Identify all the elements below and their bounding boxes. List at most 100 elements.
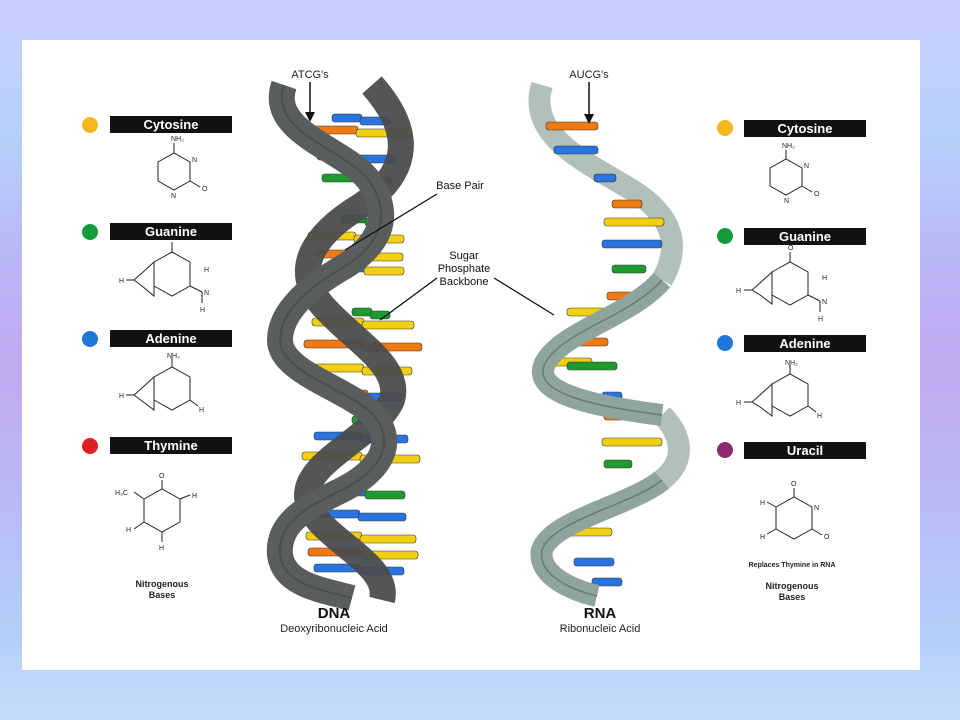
n-label: N	[784, 198, 789, 205]
dna-top-label: ATCG's	[291, 69, 329, 81]
rna-backbone-edge	[540, 279, 663, 597]
cytosine-label-bar	[110, 116, 232, 133]
dna-base-right	[359, 534, 417, 544]
n-label: N	[814, 505, 819, 512]
rna-title: RNA	[584, 605, 617, 622]
guanine-label-bar	[110, 223, 232, 240]
rna-base	[603, 459, 633, 469]
rna-base	[611, 264, 647, 274]
dna-backbone-edge	[278, 84, 386, 599]
right-base-name-guanine: Guanine	[779, 229, 831, 244]
left-base-name-thymine: Thymine	[144, 438, 197, 453]
guanine-color-dot	[717, 228, 733, 244]
left-base-name-adenine: Adenine	[145, 331, 196, 346]
h-label: H	[159, 545, 164, 552]
cytosine-color-dot	[717, 120, 733, 136]
right-caption-line1: Nitrogenous	[766, 581, 819, 591]
o-label: O	[824, 534, 830, 541]
h-label: H	[126, 527, 131, 534]
rna-base	[603, 217, 665, 227]
h-label: H	[822, 275, 827, 282]
h-label: H	[736, 288, 741, 295]
backbone-pointer-dna	[379, 277, 438, 321]
guanine-structure-icon	[744, 252, 821, 312]
nh2-label: NH₂	[167, 353, 180, 360]
n-label: N	[804, 163, 809, 170]
left-base-legend: Cytosine NH₂ N N O Guanine O H H N	[82, 116, 232, 600]
rna-backbone-strand-lower-back	[653, 407, 690, 489]
adenine-structure-icon	[126, 358, 199, 411]
uracil-color-dot	[717, 442, 733, 458]
h-label: H	[760, 534, 765, 541]
rna-base	[553, 145, 599, 155]
dna-subtitle: Deoxyribonucleic Acid	[280, 623, 388, 635]
right-base-name-cytosine: Cytosine	[778, 121, 833, 136]
nh2-label: NH₂	[785, 360, 798, 367]
dna-base-right	[364, 490, 406, 500]
guanine-label-bar	[744, 228, 866, 245]
o-label: O	[814, 191, 820, 198]
o-label: O	[202, 186, 208, 193]
cytosine-structure-icon	[769, 150, 813, 196]
n-label: N	[171, 193, 176, 200]
sugar-label-line2: Phosphate	[438, 263, 491, 275]
nh2-label: NH₂	[171, 136, 184, 143]
left-base-name-cytosine: Cytosine	[144, 117, 199, 132]
o-label: O	[170, 235, 176, 242]
h-label: H	[199, 407, 204, 414]
n-label: N	[204, 290, 209, 297]
cytosine-color-dot	[82, 117, 98, 133]
uracil-note: Replaces Thymine in RNA	[749, 562, 836, 569]
ch3-label: H₃C	[115, 490, 128, 497]
left-caption-line2: Bases	[149, 590, 176, 600]
rna-top-label: AUCG's	[569, 69, 609, 81]
n-label: N	[822, 299, 827, 306]
dna-base-right	[361, 320, 415, 330]
h-label: H	[818, 316, 823, 323]
nh2-label: NH₂	[782, 143, 795, 150]
guanine-color-dot	[82, 224, 98, 240]
dna-helix: ATCG's DNA Deoxyribonucleic Acid	[266, 69, 423, 635]
rna-backbone-strand-back	[528, 81, 683, 286]
adenine-label-bar	[744, 335, 866, 352]
dna-base-left	[351, 307, 373, 317]
h-label: H	[736, 400, 741, 407]
rna-base	[611, 199, 643, 209]
dna-base-right	[357, 512, 407, 522]
rna-helix: AUCG's RNA Ribonucleic Acid	[528, 69, 690, 635]
right-base-name-adenine: Adenine	[779, 336, 830, 351]
n-label: N	[192, 157, 197, 164]
sugar-label-line3: Backbone	[440, 276, 489, 288]
adenine-color-dot	[717, 335, 733, 351]
h-label: H	[760, 500, 765, 507]
h-label: H	[119, 393, 124, 400]
rna-base	[593, 173, 617, 183]
right-base-legend: Cytosine NH₂ N N O Guanine O H H N	[717, 120, 866, 602]
h-label: H	[119, 278, 124, 285]
rna-base	[545, 121, 599, 131]
thymine-structure-icon	[133, 480, 191, 542]
left-caption-line1: Nitrogenous	[136, 579, 189, 589]
adenine-color-dot	[82, 331, 98, 347]
dna-base-right	[363, 266, 405, 276]
o-label: O	[788, 245, 794, 252]
o-label: O	[791, 481, 797, 488]
adenine-structure-icon	[744, 365, 817, 417]
guanine-structure-icon	[126, 242, 203, 303]
h-label: H	[200, 307, 205, 314]
callouts: Base Pair Sugar Phosphate Backbone	[344, 180, 555, 321]
cytosine-label-bar	[744, 120, 866, 137]
dna-rna-diagram: Cytosine NH₂ N N O Guanine O H H N	[82, 69, 866, 635]
h-label: H	[192, 493, 197, 500]
cytosine-structure-icon	[157, 143, 201, 191]
rna-base	[601, 239, 663, 249]
uracil-structure-icon	[766, 488, 823, 540]
diagram-panel: Cytosine NH₂ N N O Guanine O H H N	[22, 40, 920, 670]
down-arrow-icon	[305, 112, 315, 122]
thymine-label-bar	[110, 437, 232, 454]
thymine-color-dot	[82, 438, 98, 454]
base-pair-pointer	[344, 193, 438, 251]
down-arrow-icon	[584, 114, 594, 124]
backbone-pointer-rna	[493, 277, 555, 316]
adenine-label-bar	[110, 330, 232, 347]
